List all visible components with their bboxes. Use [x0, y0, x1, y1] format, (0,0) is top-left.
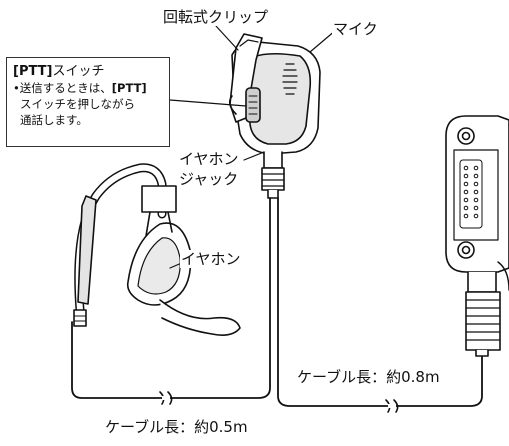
ptt-callout-line3: スイッチを押しながら	[20, 97, 135, 111]
ptt-switch-callout: [PTT]スイッチ •送信するときは、[PTT] スイッチを押しながら 通話しま…	[6, 57, 170, 147]
mic-cables	[71, 197, 483, 413]
ptt-key-label-2: [PTT]	[111, 81, 147, 95]
ptt-title-suffix: スイッチ	[52, 64, 105, 79]
cable-length-long-label: ケーブル長：約0.8m	[296, 368, 441, 386]
earphone-jack-label-line1: イヤホン	[178, 150, 240, 168]
rotary-clip-label: 回転式クリップ	[162, 8, 270, 26]
ptt-switch	[245, 87, 261, 123]
leader-lines	[169, 25, 337, 269]
microphone-label: マイク	[332, 20, 379, 38]
connector-pins	[459, 159, 483, 229]
ptt-callout-title: [PTT]スイッチ	[13, 63, 163, 80]
earphone-jack-label-line2: ジャック	[178, 170, 240, 188]
earphone-label: イヤホン	[180, 250, 242, 268]
ptt-callout-line2: •送信するときは、[PTT]	[13, 80, 163, 96]
cable-break-short	[159, 391, 173, 405]
radio-connector	[445, 115, 509, 357]
ptt-bullet-text: •送信するときは、	[13, 81, 112, 95]
ptt-key-label: [PTT]	[13, 64, 53, 79]
speaker-microphone	[228, 33, 321, 199]
ptt-callout-line4: 通話します。	[20, 113, 88, 127]
cable-length-short-label: ケーブル長：約0.5m	[104, 418, 249, 436]
cable-break-long	[385, 399, 399, 413]
earphone	[73, 163, 241, 336]
